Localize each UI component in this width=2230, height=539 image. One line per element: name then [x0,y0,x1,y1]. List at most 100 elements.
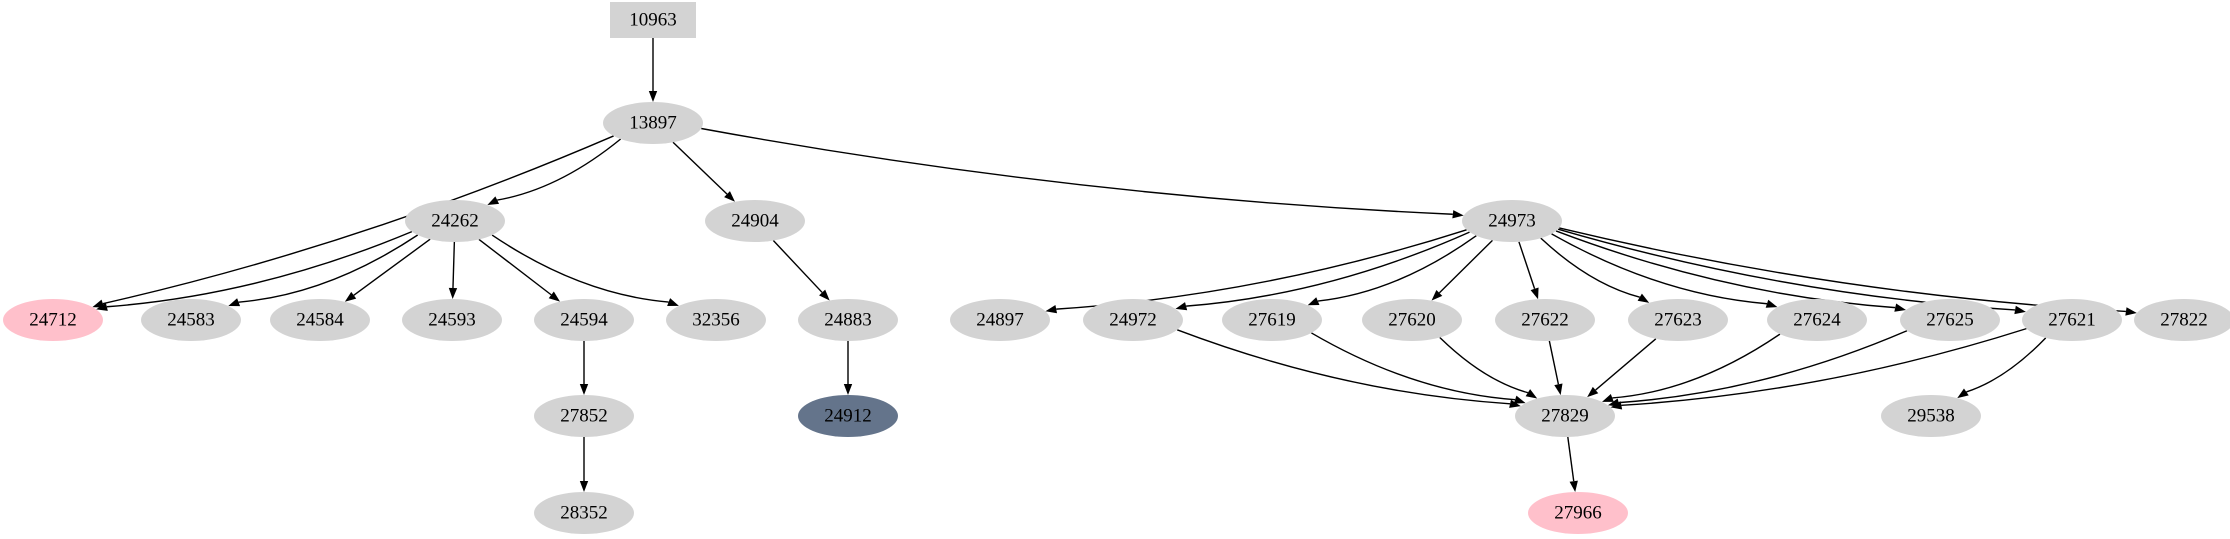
graph-node-27623[interactable]: 27623 [1628,299,1728,341]
node-ellipse[interactable] [1495,299,1595,341]
node-ellipse[interactable] [798,299,898,341]
edge-arrowhead [1509,399,1521,408]
node-ellipse[interactable] [666,299,766,341]
node-ellipse[interactable] [402,299,502,341]
graph-edge [106,230,413,308]
graph-edge [772,240,823,293]
node-rect[interactable] [610,2,696,38]
graph-edge [452,241,456,289]
graph-edge [1540,237,1640,298]
node-ellipse[interactable] [1515,395,1615,437]
graph-edge [478,238,552,296]
edge-arrowhead [1602,394,1614,402]
graph-edge [1555,230,1896,309]
edge-arrowhead [667,298,679,306]
graph-edge [1317,235,1477,302]
graph-node-24594[interactable]: 24594 [534,299,634,341]
edge-arrowhead [1045,305,1058,314]
edge-arrowhead [92,299,105,308]
edge-arrowhead [1610,401,1623,410]
graph-edge [1966,337,2047,393]
node-ellipse[interactable] [1767,299,1867,341]
graph-node-27829[interactable]: 27829 [1515,395,1615,437]
edge-arrowhead [1569,480,1578,493]
edge-arrowhead [1894,303,1906,312]
edge-arrowhead [448,287,458,299]
graph-edge [1439,336,1529,394]
graph-node-24904[interactable]: 24904 [705,200,805,242]
node-ellipse[interactable] [1362,299,1462,341]
graph-node-13897[interactable]: 13897 [603,102,703,144]
graph-node-27619[interactable]: 27619 [1222,299,1322,341]
node-ellipse[interactable] [1222,299,1322,341]
graph-node-24584[interactable]: 24584 [270,299,370,341]
edge-arrowhead [1637,293,1650,303]
graph-node-27966[interactable]: 27966 [1528,492,1628,534]
graph-edge [238,234,419,303]
node-ellipse[interactable] [141,299,241,341]
edge-arrowhead [487,196,500,205]
node-ellipse[interactable] [1462,200,1562,242]
node-ellipse[interactable] [534,395,634,437]
node-ellipse[interactable] [950,299,1050,341]
graph-edge [1438,239,1493,294]
graph-node-24883[interactable]: 24883 [798,299,898,341]
graph-node-27852[interactable]: 27852 [534,395,634,437]
edge-arrowhead [1175,302,1188,311]
edge-arrowhead [1307,297,1320,306]
edge-arrowhead [843,384,853,395]
graph-edge [497,138,622,201]
graph-edge [1176,329,1511,405]
graph-node-24593[interactable]: 24593 [402,299,502,341]
node-ellipse[interactable] [2022,299,2122,341]
graph-edge [353,238,431,296]
node-ellipse[interactable] [1881,395,1981,437]
edge-arrowhead [1957,388,1969,399]
node-ellipse[interactable] [270,299,370,341]
node-ellipse[interactable] [2134,299,2230,341]
graph-node-24897[interactable]: 24897 [950,299,1050,341]
node-ellipse[interactable] [534,299,634,341]
edge-arrowhead [344,291,357,302]
graph-node-10963[interactable]: 10963 [610,2,696,38]
graph-node-29538[interactable]: 29538 [1881,395,1981,437]
graph-node-24712[interactable]: 24712 [3,299,103,341]
graph-node-24262[interactable]: 24262 [405,200,505,242]
graph-node-24583[interactable]: 24583 [141,299,241,341]
graph-edge [701,127,1453,215]
graph-node-27624[interactable]: 27624 [1767,299,1867,341]
graph-node-27621[interactable]: 27621 [2022,299,2122,341]
node-ellipse[interactable] [603,102,703,144]
edge-arrowhead [1765,299,1778,308]
edge-layer [92,38,2137,493]
graph-node-27622[interactable]: 27622 [1495,299,1595,341]
node-ellipse[interactable] [3,299,103,341]
graph-node-24973[interactable]: 24973 [1462,200,1562,242]
graph-edge [672,141,728,195]
graph-edge [1567,436,1575,482]
node-ellipse[interactable] [534,492,634,534]
graph-edge [1311,332,1516,401]
graph-edge [102,135,614,305]
edge-arrowhead [1525,389,1538,399]
node-ellipse[interactable] [1528,492,1628,534]
edge-arrowhead [1530,287,1539,300]
graph-edge [1618,330,1908,404]
graph-node-27822[interactable]: 27822 [2134,299,2230,341]
graph-node-28352[interactable]: 28352 [534,492,634,534]
node-ellipse[interactable] [1083,299,1183,341]
node-ellipse[interactable] [798,395,898,437]
node-ellipse[interactable] [1900,299,2000,341]
graph-node-24972[interactable]: 24972 [1083,299,1183,341]
node-ellipse[interactable] [705,200,805,242]
node-ellipse[interactable] [1628,299,1728,341]
graph-node-32356[interactable]: 32356 [666,299,766,341]
edge-arrowhead [724,191,735,202]
edge-arrowhead [1513,395,1526,404]
edge-arrowhead [2014,305,2026,315]
graph-node-24912[interactable]: 24912 [798,395,898,437]
node-ellipse[interactable] [405,200,505,242]
graph-edge [1186,231,1470,307]
graph-node-27625[interactable]: 27625 [1900,299,2000,341]
graph-node-27620[interactable]: 27620 [1362,299,1462,341]
